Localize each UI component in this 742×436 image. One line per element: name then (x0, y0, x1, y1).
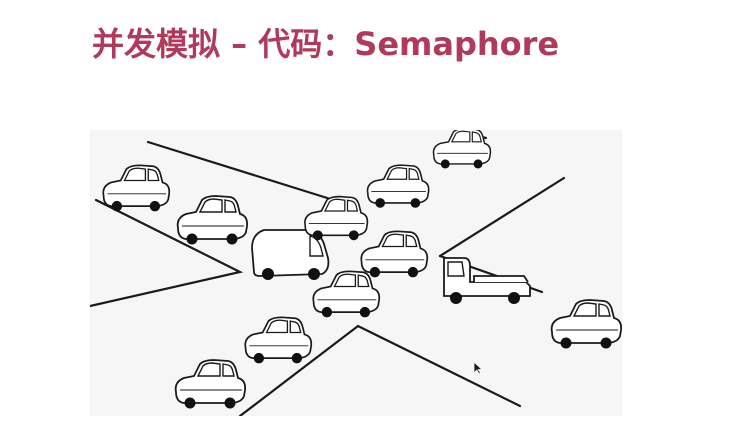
traffic-intersection-svg (90, 130, 622, 416)
car (102, 164, 171, 213)
road-edge (90, 198, 244, 308)
car (312, 270, 381, 319)
car (550, 299, 622, 350)
car (174, 359, 247, 410)
car (304, 195, 369, 242)
road-edge (238, 324, 522, 416)
car (360, 230, 429, 279)
car (244, 316, 313, 365)
slide-title: 并发模拟 – 代码：Semaphore (92, 25, 560, 63)
pickup-truck (443, 257, 531, 305)
car (176, 195, 249, 246)
car (366, 164, 430, 209)
traffic-illustration (90, 130, 622, 416)
car (432, 130, 492, 170)
mouse-pointer-icon (473, 361, 483, 375)
road-edge (146, 140, 342, 204)
road-edge (438, 176, 566, 258)
